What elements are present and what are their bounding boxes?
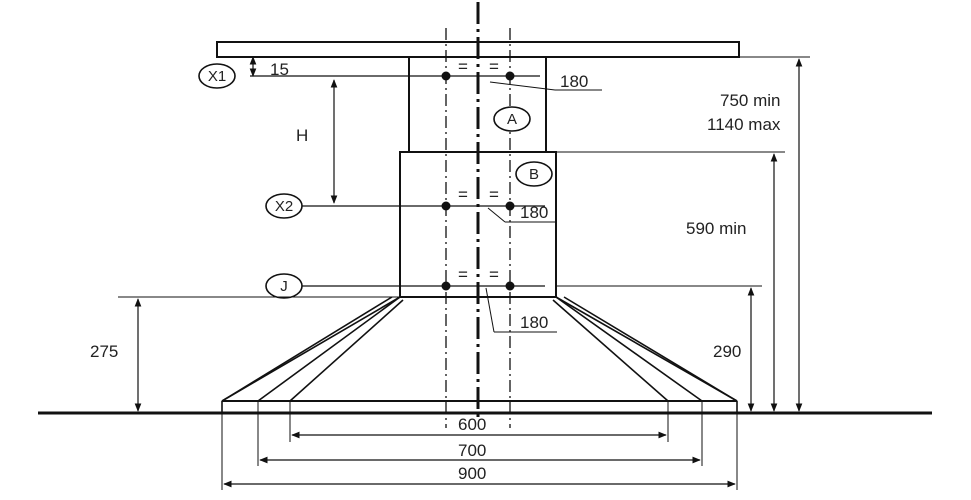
dim-290-label: 290 xyxy=(713,342,741,361)
equal-mark: = xyxy=(489,57,499,76)
dim-900-label: 900 xyxy=(458,464,486,483)
dim-750-label: 750 min xyxy=(720,91,780,110)
marker-x1: X1 xyxy=(198,63,236,89)
equal-mark: = xyxy=(489,185,499,204)
hole-row-x2 xyxy=(300,201,557,223)
dim-1140-label: 1140 max xyxy=(707,115,781,134)
dim-180-x2-label: 180 xyxy=(520,203,548,222)
marker-a: A xyxy=(493,106,531,132)
equal-mark: = xyxy=(458,185,468,204)
svg-text:J: J xyxy=(280,278,288,295)
dim-15-label: 15 xyxy=(270,60,289,79)
dim-590-label: 590 min xyxy=(686,219,746,238)
svg-text:A: A xyxy=(507,111,517,128)
dim-h-label: H xyxy=(296,126,308,145)
hole-row-x1 xyxy=(250,71,602,91)
dim-180-x1-label: 180 xyxy=(560,72,588,91)
marker-b: B xyxy=(515,161,553,187)
marker-x2: X2 xyxy=(265,193,303,219)
equal-mark: = xyxy=(458,265,468,284)
dim-275-label: 275 xyxy=(90,342,118,361)
svg-text:X2: X2 xyxy=(275,198,293,215)
width-extension-lines xyxy=(221,401,738,490)
marker-j: J xyxy=(265,273,303,299)
upper-chimney xyxy=(408,56,547,153)
dim-700-label: 700 xyxy=(458,441,486,460)
equal-mark: = xyxy=(489,265,499,284)
equal-mark: = xyxy=(458,57,468,76)
svg-text:B: B xyxy=(529,166,539,183)
dim-180-j-label: 180 xyxy=(520,313,548,332)
dim-600-label: 600 xyxy=(458,415,486,434)
svg-text:X1: X1 xyxy=(208,68,226,85)
hole-row-j xyxy=(300,281,557,333)
